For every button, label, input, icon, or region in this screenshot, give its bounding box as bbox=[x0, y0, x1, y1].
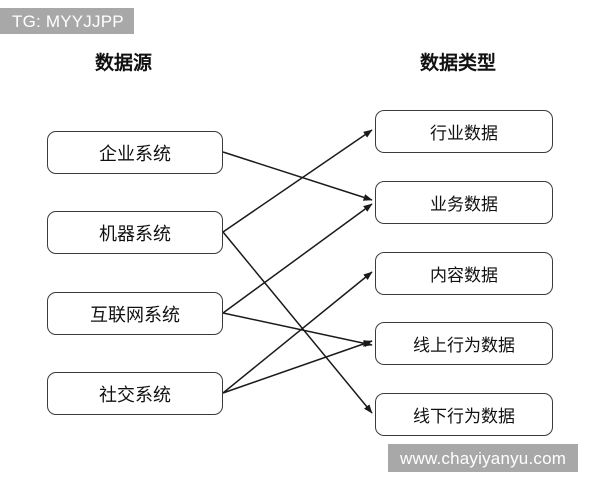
edge-jiqi-to-xianxia bbox=[222, 231, 373, 414]
edge-hulianwang-to-yewu bbox=[222, 203, 373, 314]
type-node-business-data[interactable]: 业务数据 bbox=[375, 181, 553, 224]
source-node-enterprise-system[interactable]: 企业系统 bbox=[47, 131, 223, 174]
edge-shejiao-to-xianshang bbox=[222, 340, 373, 394]
edge-shejiao-to-neirong bbox=[222, 271, 373, 394]
watermark-top-left: TG: MYYJJPP bbox=[0, 8, 134, 34]
type-node-offline-behavior-data[interactable]: 线下行为数据 bbox=[375, 393, 553, 436]
source-node-internet-system[interactable]: 互联网系统 bbox=[47, 292, 223, 335]
watermark-bottom-right: www.chayiyanyu.com bbox=[388, 444, 579, 472]
edge-group bbox=[222, 129, 373, 414]
edge-jiqi-to-hangye bbox=[222, 129, 373, 233]
type-node-industry-data[interactable]: 行业数据 bbox=[375, 110, 553, 153]
type-node-content-data[interactable]: 内容数据 bbox=[375, 252, 553, 295]
source-node-social-system[interactable]: 社交系统 bbox=[47, 372, 223, 415]
edge-hulianwang-to-xianshang bbox=[222, 312, 373, 347]
edge-qiye-to-yewu bbox=[222, 151, 373, 201]
type-node-online-behavior-data[interactable]: 线上行为数据 bbox=[375, 322, 553, 365]
column-header-data-source: 数据源 bbox=[95, 52, 153, 74]
source-node-machine-system[interactable]: 机器系统 bbox=[47, 211, 223, 254]
column-header-data-type: 数据类型 bbox=[420, 52, 497, 74]
